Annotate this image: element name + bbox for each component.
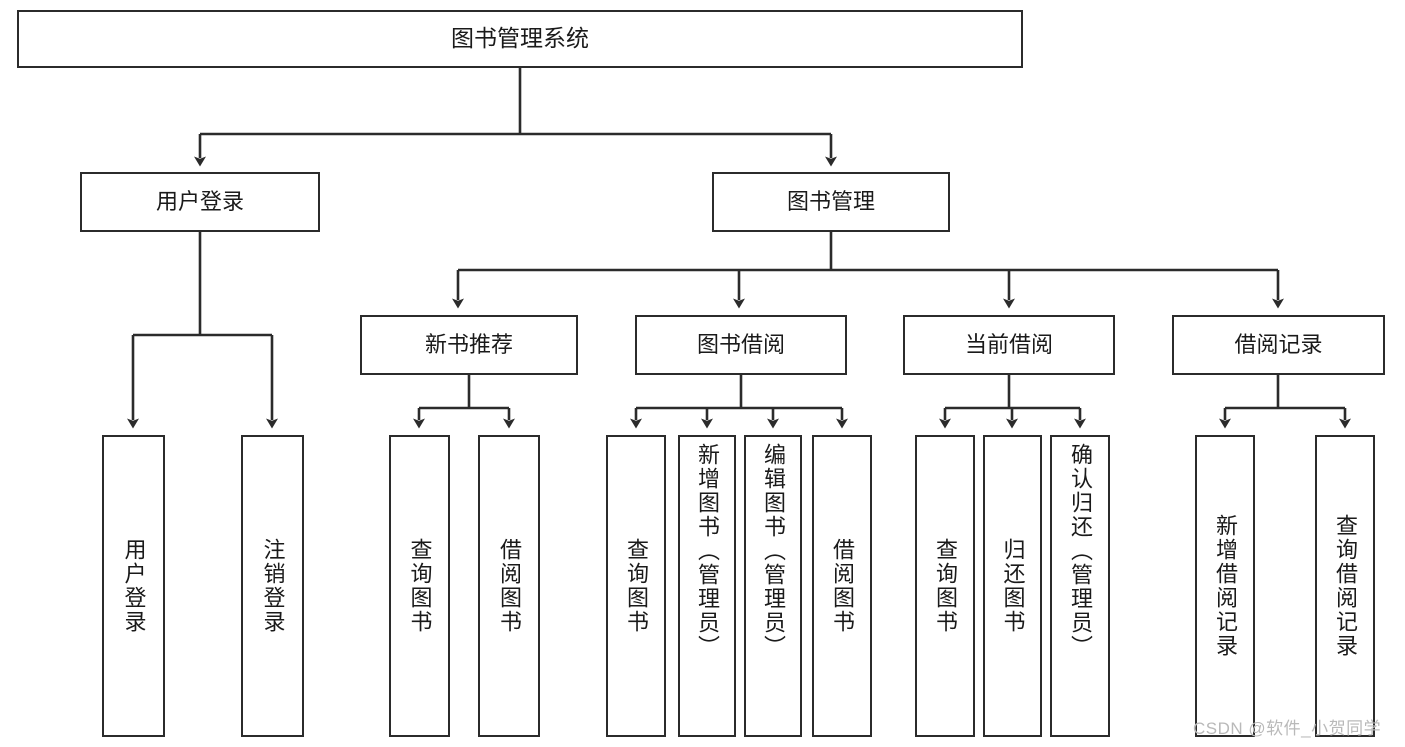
node-user-login[interactable]: 用户登录 — [80, 172, 320, 232]
node-leaf-query-book-rec[interactable]: 查询图书 — [389, 435, 450, 737]
node-root-book-management-system[interactable]: 图书管理系统 — [17, 10, 1023, 68]
node-label: 当前借阅 — [964, 331, 1053, 357]
node-leaf-query-book-borrow[interactable]: 查询图书 — [606, 435, 666, 737]
csdn-watermark: CSDN @软件_小贺同学 — [1193, 719, 1382, 738]
node-label: 借阅记录 — [1234, 331, 1323, 357]
node-label: 归还图书 — [1000, 538, 1026, 634]
node-label: 确认归还（管理员） — [1068, 443, 1093, 659]
node-leaf-user-login[interactable]: 用户登录 — [102, 435, 165, 737]
node-label: 新书推荐 — [424, 331, 513, 357]
node-borrowing-record[interactable]: 借阅记录 — [1172, 315, 1385, 375]
node-book-management[interactable]: 图书管理 — [712, 172, 950, 232]
node-label: 编辑图书（管理员） — [761, 443, 786, 659]
node-label: 查询图书 — [624, 538, 649, 634]
node-label: 图书管理 — [786, 188, 875, 214]
node-current-borrowing[interactable]: 当前借阅 — [903, 315, 1115, 375]
node-leaf-add-book-admin[interactable]: 新增图书（管理员） — [678, 435, 736, 737]
node-label: 新增借阅记录 — [1213, 514, 1238, 658]
node-leaf-add-borrow-record[interactable]: 新增借阅记录 — [1195, 435, 1255, 737]
node-label: 借阅图书 — [830, 538, 855, 634]
node-label: 新增图书（管理员） — [695, 443, 720, 659]
node-book-borrowing[interactable]: 图书借阅 — [635, 315, 847, 375]
node-leaf-edit-book-admin[interactable]: 编辑图书（管理员） — [744, 435, 802, 737]
node-leaf-confirm-return-admin[interactable]: 确认归还（管理员） — [1050, 435, 1110, 737]
node-label: 用户登录 — [155, 188, 244, 214]
node-label: 查询图书 — [407, 538, 433, 634]
node-leaf-query-borrow-record[interactable]: 查询借阅记录 — [1315, 435, 1375, 737]
node-label: 图书管理系统 — [451, 25, 589, 52]
node-label: 用户登录 — [121, 538, 147, 634]
node-leaf-return-book[interactable]: 归还图书 — [983, 435, 1042, 737]
node-new-book-recommendation[interactable]: 新书推荐 — [360, 315, 578, 375]
node-leaf-logout[interactable]: 注销登录 — [241, 435, 304, 737]
node-label: 借阅图书 — [497, 538, 522, 634]
node-label: 查询图书 — [933, 538, 958, 634]
node-label: 图书借阅 — [696, 331, 785, 357]
node-leaf-query-book-current[interactable]: 查询图书 — [915, 435, 975, 737]
node-label: 查询借阅记录 — [1333, 514, 1358, 658]
node-label: 注销登录 — [260, 538, 286, 634]
node-leaf-borrow-book-rec[interactable]: 借阅图书 — [478, 435, 540, 737]
node-leaf-borrow-book-borrow[interactable]: 借阅图书 — [812, 435, 872, 737]
